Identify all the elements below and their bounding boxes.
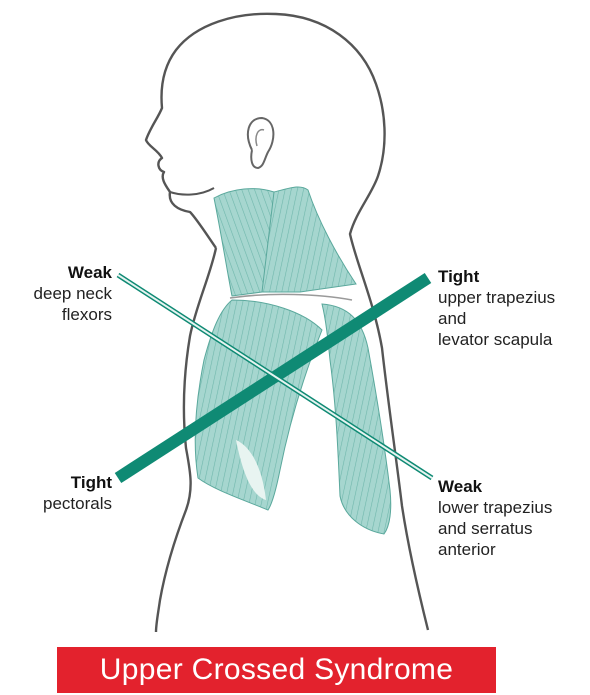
label-line: deep neck: [0, 283, 112, 304]
label-line: levator scapula: [438, 329, 588, 350]
label-line: and serratus: [438, 518, 588, 539]
label-tight-pectorals: Tight pectorals: [0, 472, 112, 514]
label-line: and: [438, 308, 588, 329]
label-status: Weak: [0, 262, 112, 283]
label-weak-lower-trapezius: Weak lower trapezius and serratus anteri…: [438, 476, 588, 560]
label-status: Tight: [438, 266, 588, 287]
label-status: Weak: [438, 476, 588, 497]
label-line: flexors: [0, 304, 112, 325]
label-line: lower trapezius: [438, 497, 588, 518]
label-tight-upper-trapezius: Tight upper trapezius and levator scapul…: [438, 266, 588, 350]
label-line: upper trapezius: [438, 287, 588, 308]
title-banner: Upper Crossed Syndrome: [57, 647, 496, 693]
ear: [248, 118, 273, 168]
label-line: anterior: [438, 539, 588, 560]
shoulder-outline: [230, 294, 352, 300]
label-status: Tight: [0, 472, 112, 493]
jaw-line: [170, 188, 214, 195]
label-weak-deep-neck-flexors: Weak deep neck flexors: [0, 262, 112, 325]
label-line: pectorals: [0, 493, 112, 514]
upper-trapezius: [262, 187, 356, 292]
